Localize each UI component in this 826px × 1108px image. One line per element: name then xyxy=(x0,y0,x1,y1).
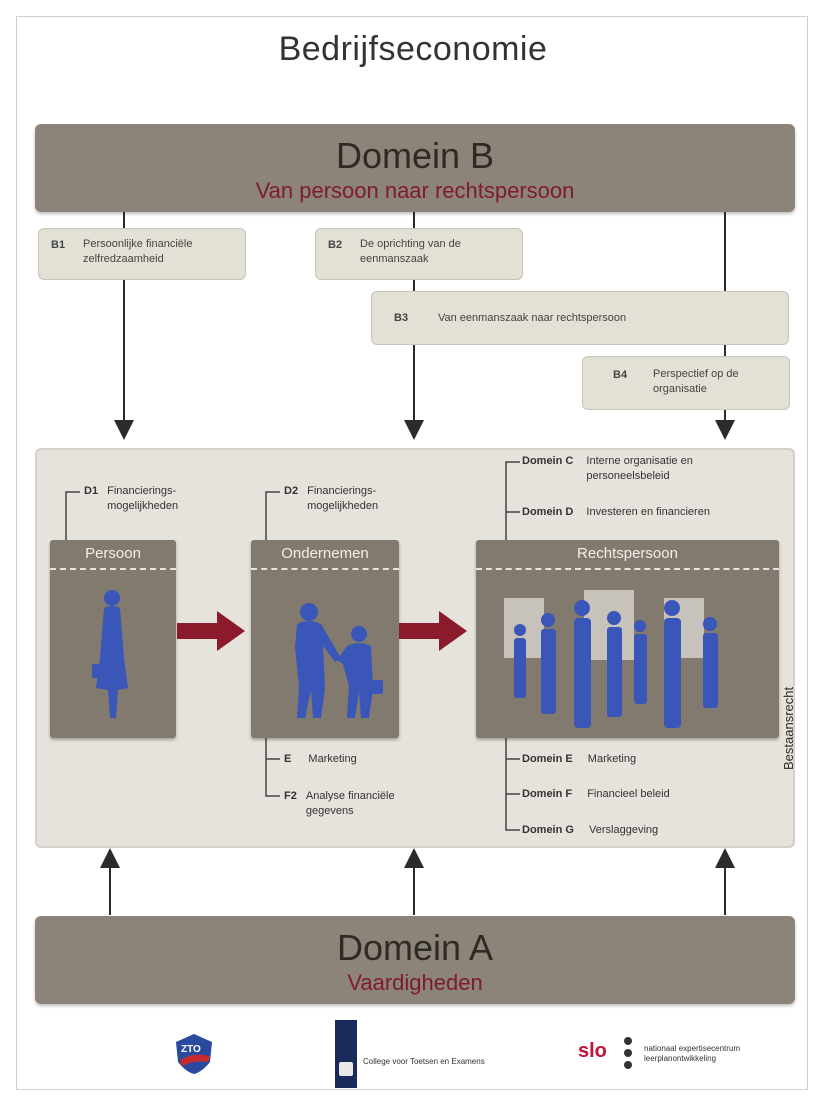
domain-b-name: Domein B xyxy=(335,135,495,176)
group-figures-icon xyxy=(504,590,718,728)
flow-arrow-2 xyxy=(399,611,467,651)
ondernemen-bottom-f2: F2 Analyse financiële gegevens xyxy=(284,789,484,819)
subdomain-b4: B4 Perspectief op de organisatie xyxy=(582,356,790,410)
entity-rechtspersoon-label: Rechtspersoon xyxy=(476,540,779,570)
ondernemen-bottom-f2-text: Analyse financiële gegevens xyxy=(305,790,395,817)
subdomain-b4-text: Perspectief op de organisatie xyxy=(653,368,739,395)
rechtspersoon-bottom-g: Domein G Verslaggeving xyxy=(522,823,782,838)
subdomain-b4-code: B4 xyxy=(613,369,628,381)
ondernemen-bottom-e-code: E xyxy=(284,753,292,765)
logo-slo: slo nationaal expertisecentrum leerplano… xyxy=(578,1036,778,1076)
flow-arrow-1 xyxy=(177,611,245,651)
subdomain-b2-code: B2 xyxy=(328,239,343,251)
domain-f-text: Financieel beleid xyxy=(587,788,670,800)
ondernemen-bottom-f2-code: F2 xyxy=(284,790,297,802)
subdomain-b1-code: B1 xyxy=(51,239,66,251)
rechtspersoon-annotation-d: Domein D Investeren en financieren xyxy=(522,505,782,520)
domain-d-label: Domein D xyxy=(522,506,574,518)
subdomain-b3-code: B3 xyxy=(394,312,409,324)
persoon-annotation-text: Financierings-mogelijkheden xyxy=(107,485,179,512)
ondernemen-annotation-text: Financierings-mogelijkheden xyxy=(307,485,379,512)
rechtspersoon-bottom-f: Domein F Financieel beleid xyxy=(522,787,782,802)
domain-g-text: Verslaggeving xyxy=(589,824,659,836)
persoon-annotation: D1 Financierings-mogelijkheden xyxy=(84,484,244,514)
cve-emblem-icon xyxy=(335,1020,357,1088)
domain-d-text: Investeren en financieren xyxy=(586,506,710,518)
subdomain-b2-text: De oprichting van de eenmanszaak xyxy=(360,238,461,265)
logo-cve-text: College voor Toetsen en Examens xyxy=(363,1057,485,1066)
subdomain-b1: B1 Persoonlijke financiële zelfredzaamhe… xyxy=(38,228,246,280)
domain-a-subtitle: Vaardigheden xyxy=(347,970,483,995)
ondernemen-bottom-e-text: Marketing xyxy=(308,753,357,765)
person-figure-icon xyxy=(92,590,128,718)
domain-b-subtitle: Van persoon naar rechtspersoon xyxy=(255,178,575,203)
domain-e-text: Marketing xyxy=(587,753,637,765)
ondernemen-bottom-e: E Marketing xyxy=(284,752,484,767)
domain-e-label: Domein E xyxy=(522,753,573,765)
domain-b-bar: Domein B Van persoon naar rechtspersoon xyxy=(35,124,795,212)
zto-shield-icon xyxy=(176,1034,212,1074)
subdomain-b1-text: Persoonlijke financiële zelfredzaamheid xyxy=(83,238,193,265)
domain-c-text: Interne organisatie en personeelsbeleid xyxy=(586,455,693,482)
subdomain-b3-text: Van eenmanszaak naar rechtspersoon xyxy=(438,312,627,324)
subdomain-b3: B3 Van eenmanszaak naar rechtspersoon xyxy=(371,291,789,345)
page-title: Bedrijfseconomie xyxy=(278,30,548,68)
page-frame xyxy=(16,16,808,1090)
subdomain-b2: B2 De oprichting van de eenmanszaak xyxy=(315,228,523,280)
entity-ondernemen: Ondernemen xyxy=(251,540,399,738)
logo-zto-text: ZTO xyxy=(181,1044,201,1055)
entity-rechtspersoon: Rechtspersoon Bestaansrecht xyxy=(476,540,796,770)
rechtspersoon-annotation-c: Domein C Interne organisatie en personee… xyxy=(522,454,782,484)
ondernemen-annotation: D2 Financierings-mogelijkheden xyxy=(284,484,444,514)
domain-g-label: Domein G xyxy=(522,824,574,836)
entity-ondernemen-label: Ondernemen xyxy=(251,540,399,570)
slo-dots-icon xyxy=(624,1037,632,1069)
logo-slo-subtext: nationaal expertisecentrum leerplanontwi… xyxy=(644,1044,741,1063)
persoon-annotation-code: D1 xyxy=(84,485,99,497)
handshake-figures-icon xyxy=(295,603,383,718)
domain-a-name: Domein A xyxy=(336,927,494,968)
side-label: Bestaansrecht xyxy=(781,686,796,770)
domain-c-label: Domein C xyxy=(522,455,574,467)
entity-persoon: Persoon xyxy=(50,540,176,738)
ondernemen-annotation-code: D2 xyxy=(284,485,299,497)
domain-a-bar: Domein A Vaardigheden xyxy=(35,916,795,1004)
rechtspersoon-bottom-e: Domein E Marketing xyxy=(522,752,782,767)
logo-slo-text: slo xyxy=(578,1040,607,1062)
domain-f-label: Domein F xyxy=(522,788,573,800)
entity-persoon-label: Persoon xyxy=(50,540,176,570)
logo-zto: ZTO xyxy=(172,1032,216,1076)
logo-cve: College voor Toetsen en Examens xyxy=(335,1020,535,1090)
